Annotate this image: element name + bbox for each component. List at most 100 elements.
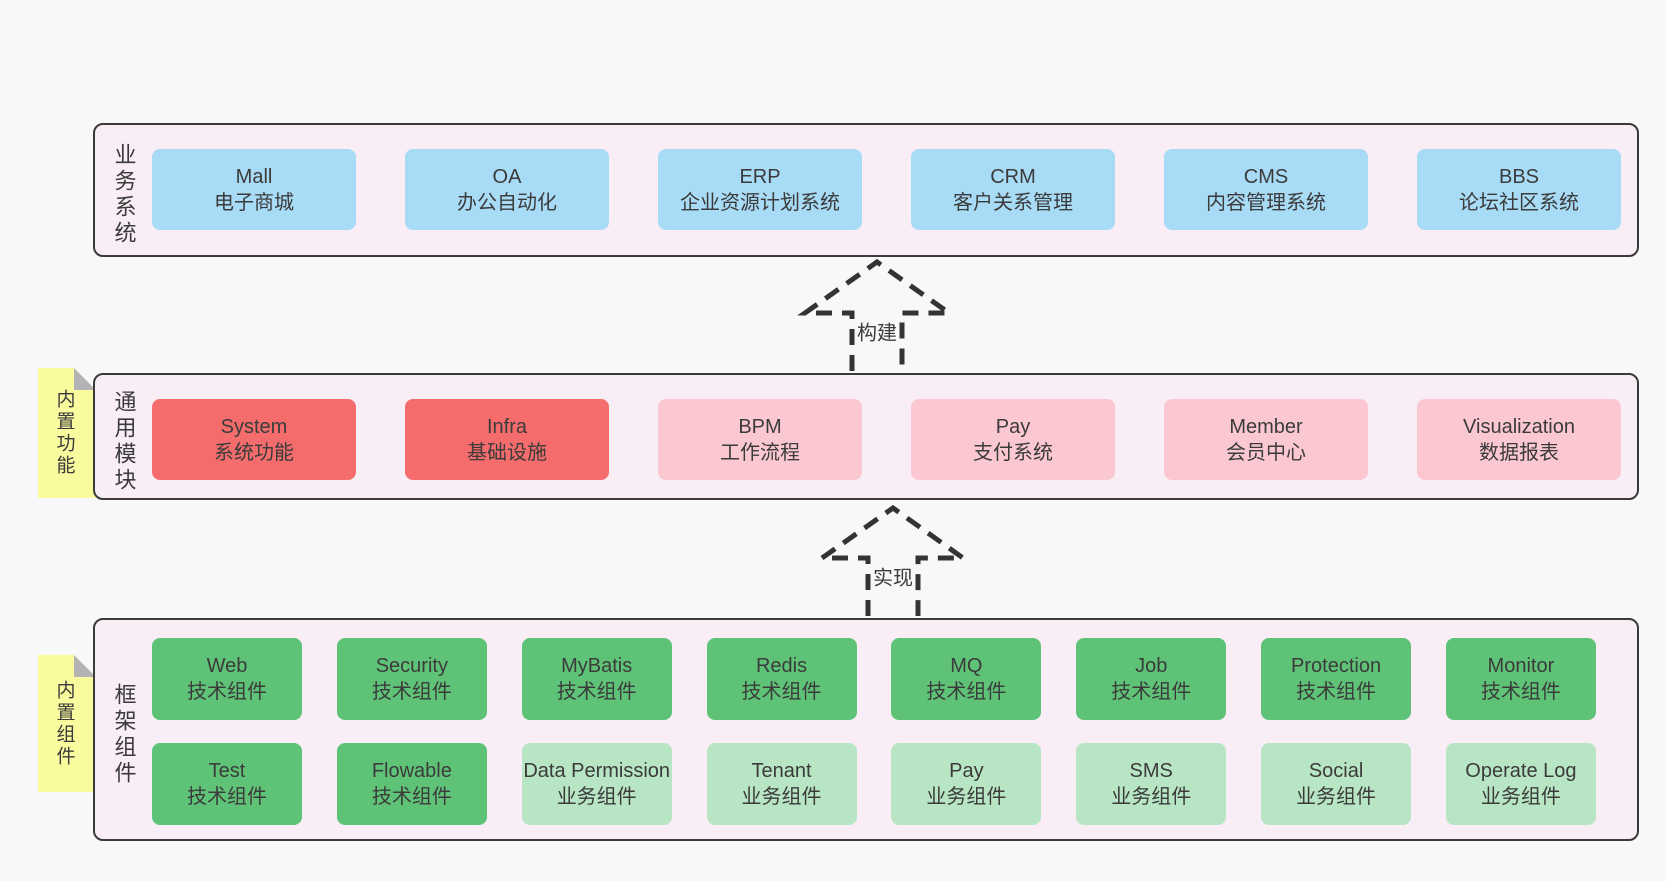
box-title: Pay (995, 415, 1031, 438)
box-title: MyBatis (561, 655, 633, 677)
section-common-modules-label-col: 通用模块 (95, 385, 152, 498)
box-subtitle: 业务组件 (556, 786, 637, 808)
box-title: MQ (950, 655, 983, 677)
box-monitor: Monitor 技术组件 (1445, 638, 1596, 720)
section-framework-components: 框架组件 Web 技术组件 Security 技术组件 MyBatis 技术组件… (93, 618, 1639, 841)
framework-components-row-1: Web 技术组件 Security 技术组件 MyBatis 技术组件 Redi… (152, 638, 1637, 720)
box-subtitle: 技术组件 (371, 681, 452, 703)
box-bbs: BBS 论坛社区系统 (1417, 149, 1621, 230)
arrow-implement-icon (814, 504, 971, 616)
box-subtitle: 电子商城 (214, 191, 294, 214)
box-mall: Mall 电子商城 (152, 149, 356, 230)
box-title: Operate Log (1465, 760, 1577, 782)
note-builtin-components-label: 内置组件 (53, 679, 75, 768)
section-framework-components-label: 框架组件 (111, 682, 137, 787)
box-subtitle: 会员中心 (1226, 441, 1306, 464)
box-title: Security (375, 655, 448, 677)
box-operate-log: Operate Log 业务组件 (1445, 743, 1596, 825)
box-title: Monitor (1487, 655, 1555, 677)
box-title: Flowable (371, 760, 452, 782)
box-subtitle: 技术组件 (556, 681, 637, 703)
box-protection: Protection 技术组件 (1261, 638, 1412, 720)
box-subtitle: 技术组件 (1296, 681, 1377, 703)
box-subtitle: 业务组件 (1111, 786, 1192, 808)
box-visualization: Visualization 数据报表 (1417, 399, 1621, 480)
box-title: Data Permission (523, 760, 671, 782)
box-erp: ERP 企业资源计划系统 (658, 149, 862, 230)
box-title: Mall (235, 165, 273, 188)
box-pay: Pay 支付系统 (911, 399, 1115, 480)
box-bpm: BPM 工作流程 (658, 399, 862, 480)
box-subtitle: 技术组件 (1111, 681, 1192, 703)
box-subtitle: 论坛社区系统 (1459, 191, 1579, 214)
note-builtin-features-label: 内置功能 (53, 389, 75, 477)
box-title: Social (1308, 760, 1364, 782)
box-title: Tenant (751, 760, 812, 782)
box-subtitle: 数据报表 (1479, 441, 1559, 464)
box-subtitle: 企业资源计划系统 (680, 191, 840, 214)
section-common-modules-label: 通用模块 (111, 389, 137, 494)
box-subtitle: 业务组件 (741, 786, 822, 808)
box-pay-biz: Pay 业务组件 (891, 743, 1042, 825)
box-subtitle: 技术组件 (926, 681, 1007, 703)
arrow-implement-label: 实现 (871, 560, 915, 592)
section-business-systems-content: Mall 电子商城 OA 办公自动化 ERP 企业资源计划系统 CRM 客户关系… (152, 149, 1637, 255)
framework-components-row-2: Test 技术组件 Flowable 技术组件 Data Permission … (152, 743, 1637, 825)
box-system: System 系统功能 (152, 399, 356, 480)
section-common-modules: 通用模块 System 系统功能 Infra 基础设施 BPM 工作流程 Pay… (93, 373, 1639, 500)
box-title: Visualization (1463, 415, 1575, 438)
box-title: Redis (755, 655, 808, 677)
box-mybatis: MyBatis 技术组件 (521, 638, 672, 720)
box-title: CRM (990, 165, 1036, 188)
section-framework-components-label-col: 框架组件 (95, 630, 152, 839)
box-title: OA (492, 165, 522, 188)
box-subtitle: 业务组件 (1480, 786, 1561, 808)
box-test: Test 技术组件 (152, 743, 302, 825)
box-title: Job (1135, 655, 1168, 677)
box-member: Member 会员中心 (1164, 399, 1368, 480)
box-infra: Infra 基础设施 (405, 399, 609, 480)
box-title: Pay (949, 760, 984, 782)
box-title: Member (1229, 415, 1303, 438)
box-title: CMS (1243, 165, 1289, 188)
section-business-systems-label: 业务系统 (111, 143, 137, 247)
box-security: Security 技术组件 (336, 638, 487, 720)
section-business-systems: 业务系统 Mall 电子商城 OA 办公自动化 ERP 企业资源计划系统 CRM… (93, 123, 1639, 257)
box-social: Social 业务组件 (1261, 743, 1412, 825)
box-cms: CMS 内容管理系统 (1164, 149, 1368, 230)
box-sms: SMS 业务组件 (1076, 743, 1227, 825)
box-title: SMS (1129, 760, 1173, 782)
arrow-build-label: 构建 (855, 315, 899, 347)
box-subtitle: 系统功能 (214, 441, 294, 464)
box-subtitle: 技术组件 (371, 786, 452, 808)
box-crm: CRM 客户关系管理 (911, 149, 1115, 230)
box-title: Protection (1291, 655, 1382, 677)
box-title: Web (206, 655, 248, 677)
box-oa: OA 办公自动化 (405, 149, 609, 230)
box-subtitle: 技术组件 (741, 681, 822, 703)
note-builtin-features: 内置功能 (38, 368, 96, 498)
box-subtitle: 业务组件 (1296, 786, 1377, 808)
section-business-systems-label-col: 业务系统 (95, 135, 152, 255)
box-subtitle: 基础设施 (467, 441, 547, 464)
box-job: Job 技术组件 (1076, 638, 1227, 720)
business-systems-row: Mall 电子商城 OA 办公自动化 ERP 企业资源计划系统 CRM 客户关系… (152, 149, 1637, 230)
section-common-modules-content: System 系统功能 Infra 基础设施 BPM 工作流程 Pay 支付系统… (152, 399, 1637, 498)
box-subtitle: 办公自动化 (457, 191, 557, 214)
box-subtitle: 工作流程 (720, 441, 800, 464)
box-title: System (220, 415, 288, 438)
box-redis: Redis 技术组件 (706, 638, 857, 720)
box-subtitle: 内容管理系统 (1206, 191, 1326, 214)
box-title: ERP (739, 165, 781, 188)
box-subtitle: 业务组件 (926, 786, 1007, 808)
box-subtitle: 客户关系管理 (953, 191, 1073, 214)
box-data-permission: Data Permission 业务组件 (521, 743, 672, 825)
arrow-build-icon (797, 258, 957, 371)
box-tenant: Tenant 业务组件 (706, 743, 857, 825)
box-title: Infra (486, 415, 528, 438)
box-subtitle: 技术组件 (187, 786, 267, 808)
box-subtitle: 技术组件 (187, 681, 267, 703)
box-title: BBS (1498, 165, 1540, 188)
